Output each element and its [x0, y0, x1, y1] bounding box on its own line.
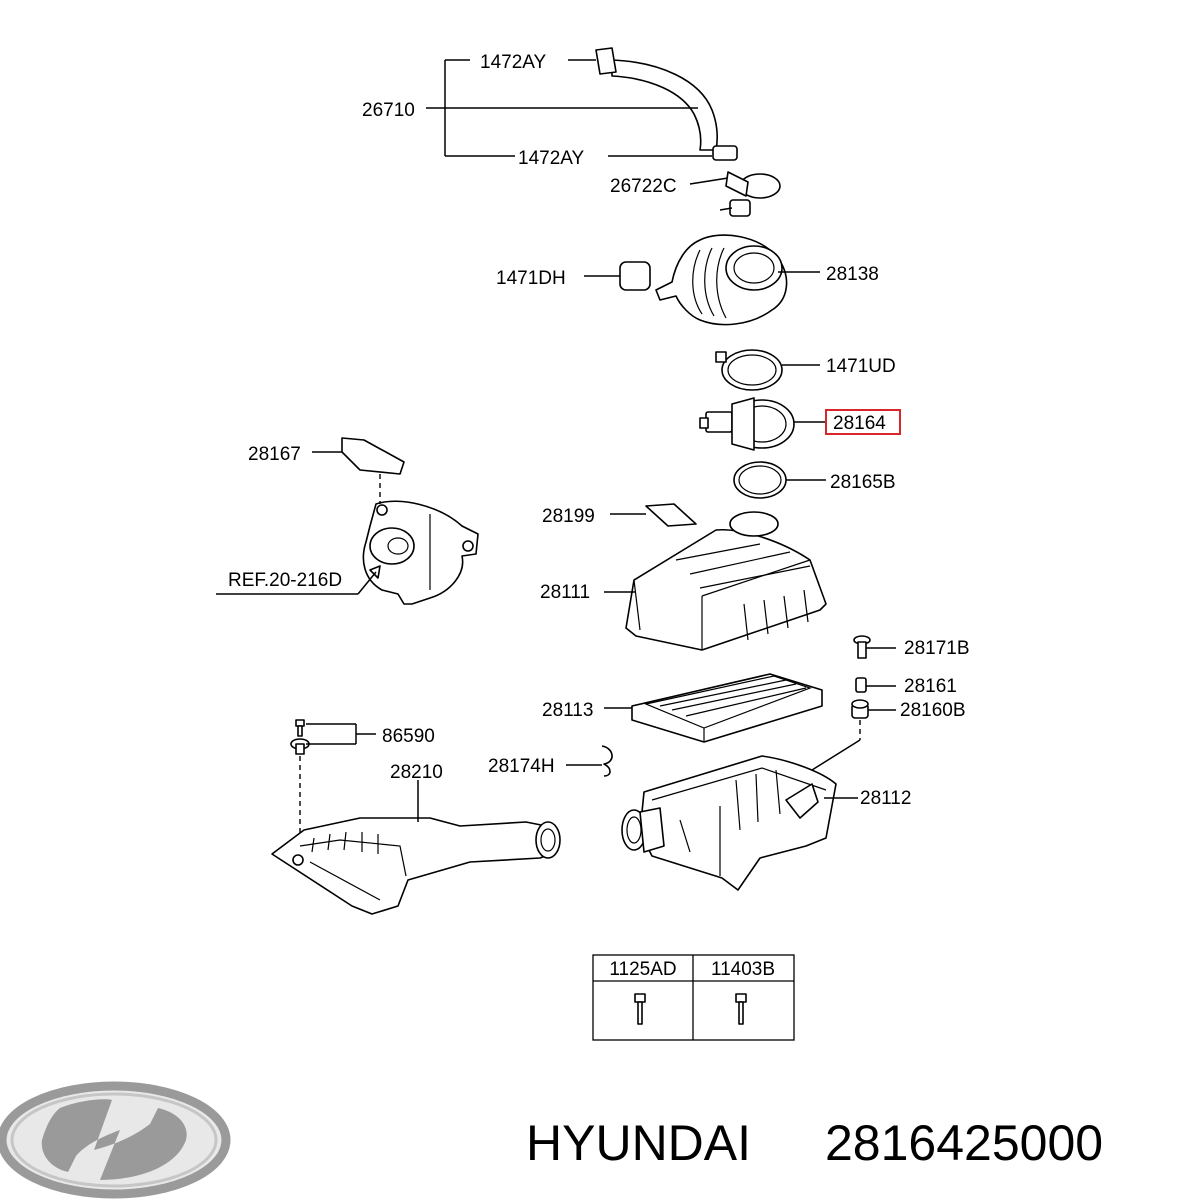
label-1472ay-bottom: 1472AY [518, 148, 585, 169]
part-28171b [853, 635, 896, 659]
bolt-table: 1125AD 11403B [592, 954, 795, 1041]
label-28113: 28113 [542, 700, 593, 721]
part-28160b [811, 699, 896, 771]
label-28160b: 28160B [900, 700, 966, 721]
label-1472ay-top: 1472AY [480, 52, 547, 73]
table-col-11403b: 11403B [711, 959, 775, 980]
label-28112: 28112 [860, 788, 911, 809]
label-28171b: 28171B [904, 638, 970, 659]
hyundai-logo-icon [0, 1081, 231, 1199]
label-28165b: 28165B [830, 472, 896, 493]
table-col-1125ad: 1125AD [609, 959, 676, 980]
label-26722c: 26722C [610, 176, 677, 197]
bolt-icon-2 [735, 993, 747, 1025]
part-86590 [290, 719, 376, 842]
label-28167: 28167 [248, 444, 301, 465]
part-28167-mount [216, 437, 479, 605]
part-28112-body [621, 755, 858, 891]
part-number: 2816425000 [825, 1115, 1103, 1171]
part-28164-sensor [699, 397, 901, 451]
part-28165b [733, 461, 826, 499]
label-1471ud: 1471UD [826, 356, 896, 377]
part-28138 [584, 234, 820, 326]
bolt-icon-1 [634, 993, 646, 1025]
label-28164: 28164 [833, 413, 886, 434]
part-28161 [855, 677, 896, 693]
label-28138: 28138 [826, 264, 879, 285]
label-28174h: 28174H [488, 756, 555, 777]
bracket-26710 [426, 59, 712, 157]
label-ref-20-216d: REF.20-216D [228, 570, 342, 591]
highlight-box [825, 409, 901, 435]
part-28174h-clip [566, 745, 613, 777]
label-26710: 26710 [362, 100, 415, 121]
label-28210: 28210 [390, 762, 443, 783]
breather-hose [595, 47, 738, 161]
part-26722c [689, 171, 781, 217]
part-28210-duct [271, 780, 561, 915]
label-28199: 28199 [542, 506, 595, 527]
part-28111-cover [604, 511, 827, 651]
label-28111: 28111 [540, 582, 590, 603]
part-28199-label [610, 503, 697, 527]
label-1471dh: 1471DH [496, 268, 566, 289]
label-86590: 86590 [382, 726, 435, 747]
part-1471ud [715, 349, 820, 391]
brand-name: HYUNDAI [526, 1115, 751, 1171]
label-28161: 28161 [904, 676, 957, 697]
part-28113-filter [604, 673, 823, 743]
